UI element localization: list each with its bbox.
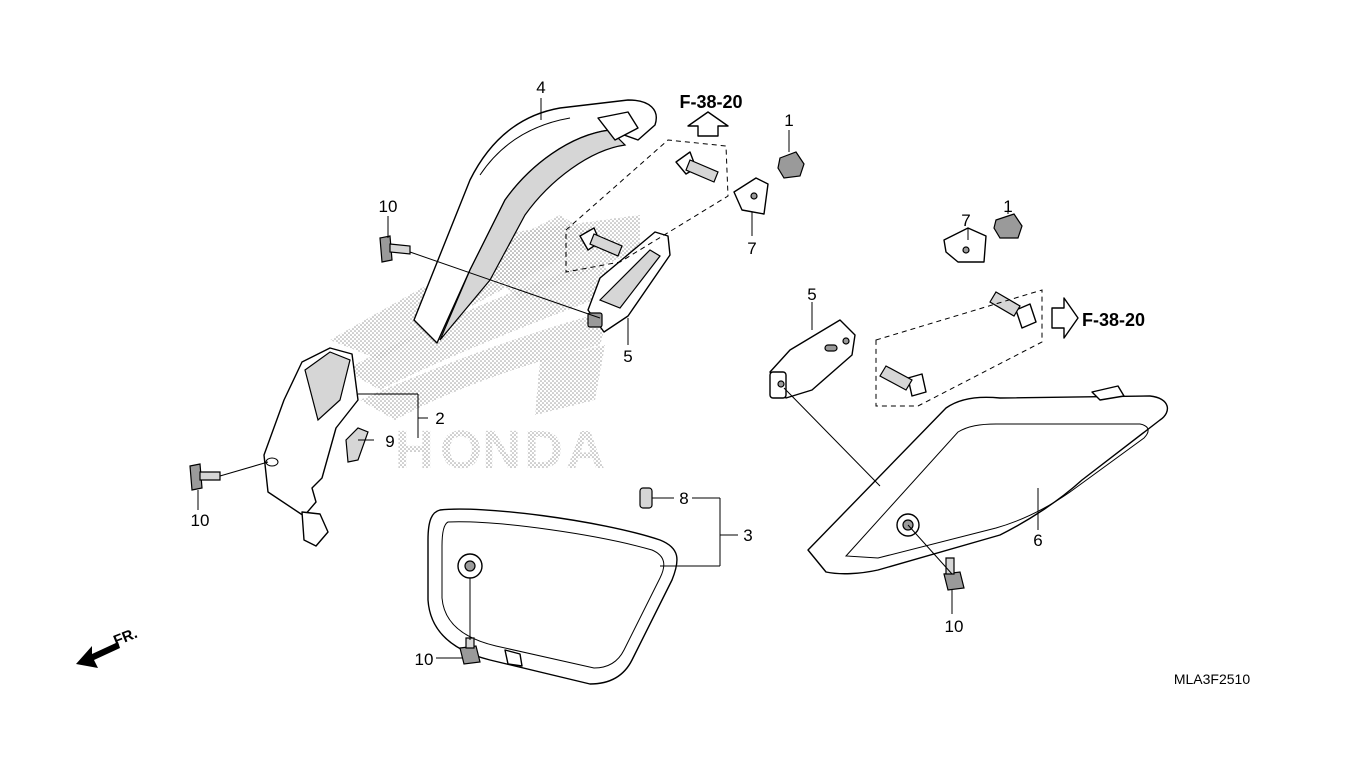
- callout-3: 3: [743, 526, 752, 545]
- callout-5-left: 5: [623, 347, 632, 366]
- callout-5-right: 5: [807, 285, 816, 304]
- diagram-code: MLA3F2510: [1174, 671, 1250, 687]
- callout-6: 6: [1033, 531, 1042, 550]
- callout-10-upper: 10: [379, 197, 398, 216]
- callout-9: 9: [385, 432, 394, 451]
- part-9-grommet[interactable]: [345, 427, 369, 463]
- dashed-assembly-outlines: [565, 139, 1043, 407]
- callout-7-upper: 7: [747, 239, 756, 258]
- callout-7-right: 7: [961, 211, 970, 230]
- part-10-screw-a[interactable]: [379, 235, 411, 263]
- watermark-letter: A: [566, 420, 605, 480]
- reference-label-right[interactable]: F-38-20: [1082, 310, 1145, 330]
- part-8-grommet[interactable]: [639, 487, 653, 509]
- callout-4: 4: [536, 78, 545, 97]
- part-10-screw-c[interactable]: [459, 637, 481, 665]
- reference-label-upper[interactable]: F-38-20: [679, 92, 742, 112]
- part-2-front-cover[interactable]: [263, 347, 359, 547]
- part-3-left-side-cover[interactable]: [427, 508, 678, 685]
- leader-lines: [197, 98, 1039, 659]
- reference-arrow-right[interactable]: [1051, 297, 1079, 339]
- part-5-right-bracket[interactable]: [769, 319, 856, 399]
- part-1-nut-upper[interactable]: [777, 151, 805, 179]
- bolt-right-lower[interactable]: [879, 365, 927, 397]
- part-6-right-side-cover[interactable]: [807, 385, 1169, 575]
- callout-10-left: 10: [191, 511, 210, 530]
- part-7-clip-right[interactable]: [943, 227, 987, 263]
- honda-wordmark-watermark: H O N D A: [395, 420, 605, 480]
- part-4-upper-cover[interactable]: [413, 99, 657, 344]
- bolt-right-upper[interactable]: [989, 291, 1037, 329]
- part-7-clip-upper[interactable]: [733, 177, 769, 215]
- part-5-left-bracket[interactable]: [587, 231, 671, 333]
- callout-1-right: 1: [1003, 197, 1012, 216]
- callout-10-lower: 10: [415, 650, 434, 669]
- honda-wing-watermark: [330, 215, 640, 420]
- front-direction-arrow-icon: [76, 642, 120, 668]
- front-direction-label: FR.: [111, 625, 140, 650]
- watermark-letter: H: [395, 420, 434, 480]
- callout-10-right: 10: [945, 617, 964, 636]
- callout-8: 8: [679, 489, 688, 508]
- watermark-letter: O: [440, 420, 482, 480]
- part-10-screw-d[interactable]: [943, 557, 965, 591]
- bolt-upper-left-flange[interactable]: [675, 151, 719, 183]
- bolt-upper-mid[interactable]: [579, 227, 623, 257]
- reference-arrow-up[interactable]: [687, 111, 729, 137]
- part-1-nut-right[interactable]: [993, 213, 1023, 239]
- callout-1-upper: 1: [784, 111, 793, 130]
- watermark-letter: D: [524, 420, 563, 480]
- watermark-letter: N: [482, 420, 521, 480]
- part-10-screw-b[interactable]: [189, 463, 221, 491]
- callout-2: 2: [435, 409, 444, 428]
